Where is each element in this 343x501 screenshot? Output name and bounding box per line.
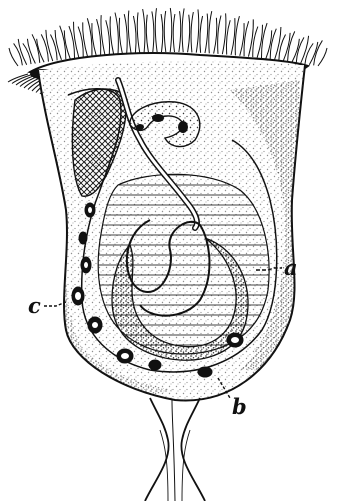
cilium [182, 8, 184, 52]
cilium [128, 11, 131, 54]
cilium [318, 48, 327, 66]
cilium [161, 14, 163, 52]
cilium [27, 39, 35, 64]
cilium [288, 31, 295, 61]
cilium [179, 11, 181, 52]
cilium [110, 16, 114, 54]
cilium [55, 30, 61, 60]
cilium [231, 18, 235, 55]
cilium [137, 12, 139, 52]
cilium [253, 27, 258, 58]
cilium [60, 26, 66, 60]
cilium [244, 21, 249, 56]
cilium [301, 36, 309, 64]
cilium [196, 9, 198, 52]
cilium [218, 16, 221, 54]
cilium [101, 15, 105, 55]
leader-line-c [44, 302, 66, 306]
cilium [188, 15, 190, 53]
cilium [155, 8, 157, 52]
cilium [146, 15, 148, 53]
cilium [87, 18, 92, 56]
cilium [164, 11, 166, 52]
cilium [226, 20, 230, 54]
cilium [200, 16, 203, 53]
cilium [205, 14, 208, 54]
cilium [305, 43, 313, 64]
cilium [124, 14, 127, 53]
cilium [115, 13, 118, 54]
cilium [46, 30, 53, 61]
cilium [152, 11, 154, 52]
cilium [214, 18, 217, 54]
food-vacuole [178, 121, 188, 133]
cilium [97, 19, 101, 55]
cilium [18, 39, 26, 65]
cilium [8, 74, 28, 82]
food-vacuole [136, 124, 144, 130]
cilium [235, 16, 239, 55]
cilium [106, 20, 110, 54]
cilium [173, 14, 175, 52]
label-a: a [284, 255, 298, 280]
cilium [209, 11, 212, 53]
cilium [23, 43, 31, 64]
cilium [240, 23, 244, 56]
cilium [92, 23, 96, 56]
cilium [191, 12, 193, 52]
cilium [143, 9, 145, 52]
cilium [133, 16, 136, 53]
cilium [270, 29, 276, 60]
cilium [170, 8, 172, 52]
cilium [119, 18, 122, 54]
label-c: c [28, 293, 41, 318]
label-b: b [232, 394, 247, 419]
cilium [9, 48, 18, 66]
cilium [222, 13, 226, 54]
food-vacuole [152, 114, 164, 122]
